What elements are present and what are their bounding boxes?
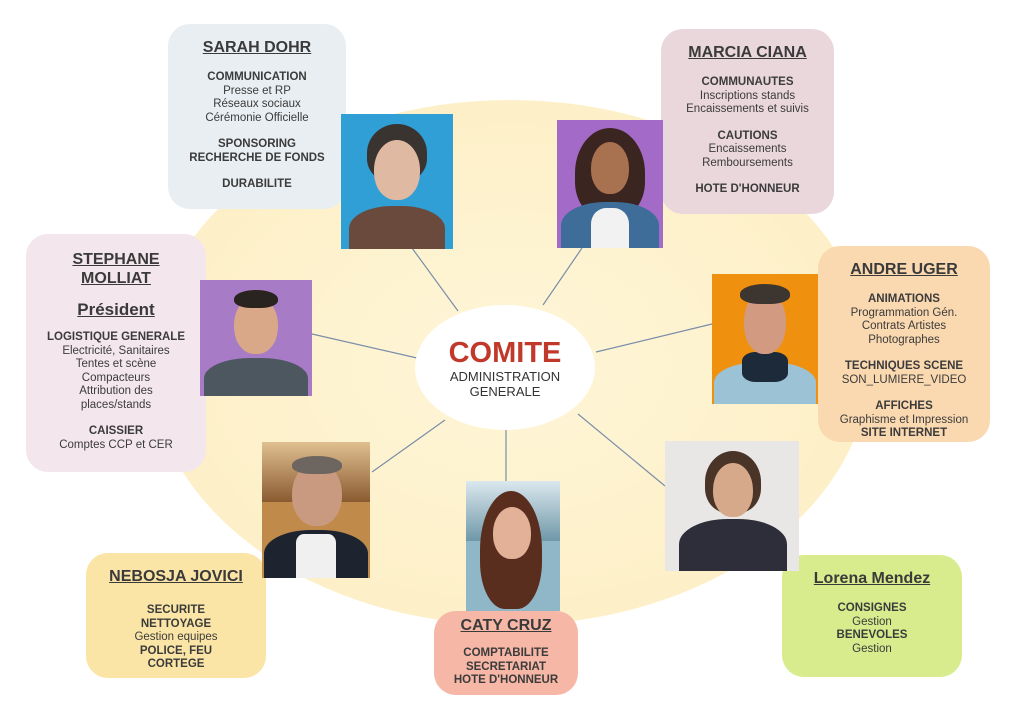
card-marcia-ciana: MARCIA CIANA COMMUNAUTES Inscriptions st…	[661, 29, 834, 214]
role-line: SPONSORING	[218, 138, 296, 150]
role-line: Encaissements et suivis	[686, 103, 809, 115]
card-nebosja-jovici: NEBOSJA JOVICI SECURITE NETTOYAGE Gestio…	[86, 553, 266, 678]
role-line: Electricité, Sanitaires	[62, 344, 170, 357]
card-stephane-molliat: STEPHANE MOLLIAT Président LOGISTIQUE GE…	[26, 234, 206, 472]
member-name: Lorena Mendez	[813, 570, 931, 587]
member-name: ANDRE UGER	[850, 261, 958, 278]
role-line: TECHNIQUES SCENE	[844, 360, 964, 372]
role-line: Graphisme et Impression	[839, 413, 969, 426]
comite-center: COMITE ADMINISTRATION GENERALE	[415, 305, 595, 430]
role-line: HOTE D'HONNEUR	[695, 183, 800, 195]
role-line: Programmation Gén.	[850, 306, 958, 319]
connector-stephane	[311, 333, 418, 359]
role-line: ANIMATIONS	[868, 293, 940, 305]
role-line: Réseaux sociaux	[213, 98, 301, 110]
center-subtitle-2: GENERALE	[469, 383, 541, 399]
role-line: Compacteurs	[81, 371, 151, 384]
role-line: Presse et RP	[223, 84, 291, 97]
connector-lorena	[577, 413, 666, 487]
role-line: NETTOYAGE	[140, 617, 212, 630]
role-line: Attribution des	[79, 385, 153, 397]
role-line: CAUTIONS	[717, 129, 778, 142]
role-line: Cérémonie Officielle	[205, 111, 309, 124]
role-line: SITE INTERNET	[860, 427, 948, 439]
connector-andre	[595, 323, 713, 353]
role-line: POLICE, FEU	[139, 644, 213, 657]
member-name: NEBOSJA JOVICI	[109, 568, 243, 585]
role-line: COMMUNICATION	[207, 71, 307, 83]
role-line: Remboursements	[702, 156, 793, 169]
role-line: SECURITE	[146, 604, 206, 616]
role-line: AFFICHES	[875, 400, 933, 412]
connector-marcia	[542, 247, 583, 306]
card-caty-cruz: CATY CRUZ COMPTABILITE SECRETARIAT HOTE …	[434, 611, 578, 695]
role-line: Encaissements	[708, 143, 787, 155]
role-line: Gestion equipes	[134, 631, 218, 643]
photo-marcia-ciana	[557, 120, 663, 248]
center-title: COMITE	[448, 336, 562, 369]
photo-andre-uger	[712, 274, 818, 404]
connector-sarah	[411, 247, 459, 312]
role-line: Comptes CCP et CER	[59, 438, 173, 451]
role-line: places/stands	[80, 398, 152, 411]
photo-lorena-mendez	[665, 441, 799, 571]
member-name: MARCIA CIANA	[688, 44, 807, 61]
photo-stephane-molliat	[200, 280, 312, 396]
role-line: LOGISTIQUE GENERALE	[46, 331, 185, 343]
member-name: SARAH DOHR	[202, 39, 312, 56]
photo-caty-cruz	[466, 481, 560, 611]
role-line: CONSIGNES	[837, 602, 907, 614]
role-line: BENEVOLES	[836, 629, 908, 641]
member-name-2: MOLLIAT	[81, 270, 151, 287]
role-line: SECRETARIAT	[465, 660, 547, 673]
role-line: COMPTABILITE	[463, 647, 549, 659]
role-line: CORTEGE	[147, 658, 205, 670]
role-line: Tentes et scène	[75, 358, 157, 370]
connector-nebosja	[371, 419, 446, 473]
role-line: RECHERCHE DE FONDS	[189, 151, 325, 164]
member-name: STEPHANE MOLLIAT	[26, 250, 206, 288]
role-line: Contrats Artistes	[861, 320, 947, 332]
card-andre-uger: ANDRE UGER ANIMATIONS Programmation Gén.…	[818, 246, 990, 442]
role-line: CAISSIER	[88, 425, 144, 437]
photo-nebosja-jovici	[262, 442, 370, 578]
role-line: Gestion	[852, 642, 892, 655]
photo-sarah-dohr	[341, 114, 453, 249]
role-line: Inscriptions stands	[699, 89, 796, 102]
member-role: Président	[77, 300, 155, 319]
center-subtitle-1: ADMINISTRATION	[449, 368, 561, 384]
member-name: CATY CRUZ	[460, 617, 552, 634]
role-line: HOTE D'HONNEUR	[453, 674, 559, 686]
role-line: Photographes	[868, 333, 940, 346]
role-line: COMMUNAUTES	[701, 76, 794, 88]
card-lorena-mendez: Lorena Mendez CONSIGNES Gestion BENEVOLE…	[782, 555, 962, 677]
card-sarah-dohr: SARAH DOHR COMMUNICATION Presse et RP Ré…	[168, 24, 346, 209]
role-line: Gestion	[852, 615, 892, 628]
member-name-1: STEPHANE	[72, 251, 160, 268]
role-line: SON_LUMIERE_VIDEO	[841, 373, 967, 386]
role-line: DURABILITE	[222, 178, 292, 190]
